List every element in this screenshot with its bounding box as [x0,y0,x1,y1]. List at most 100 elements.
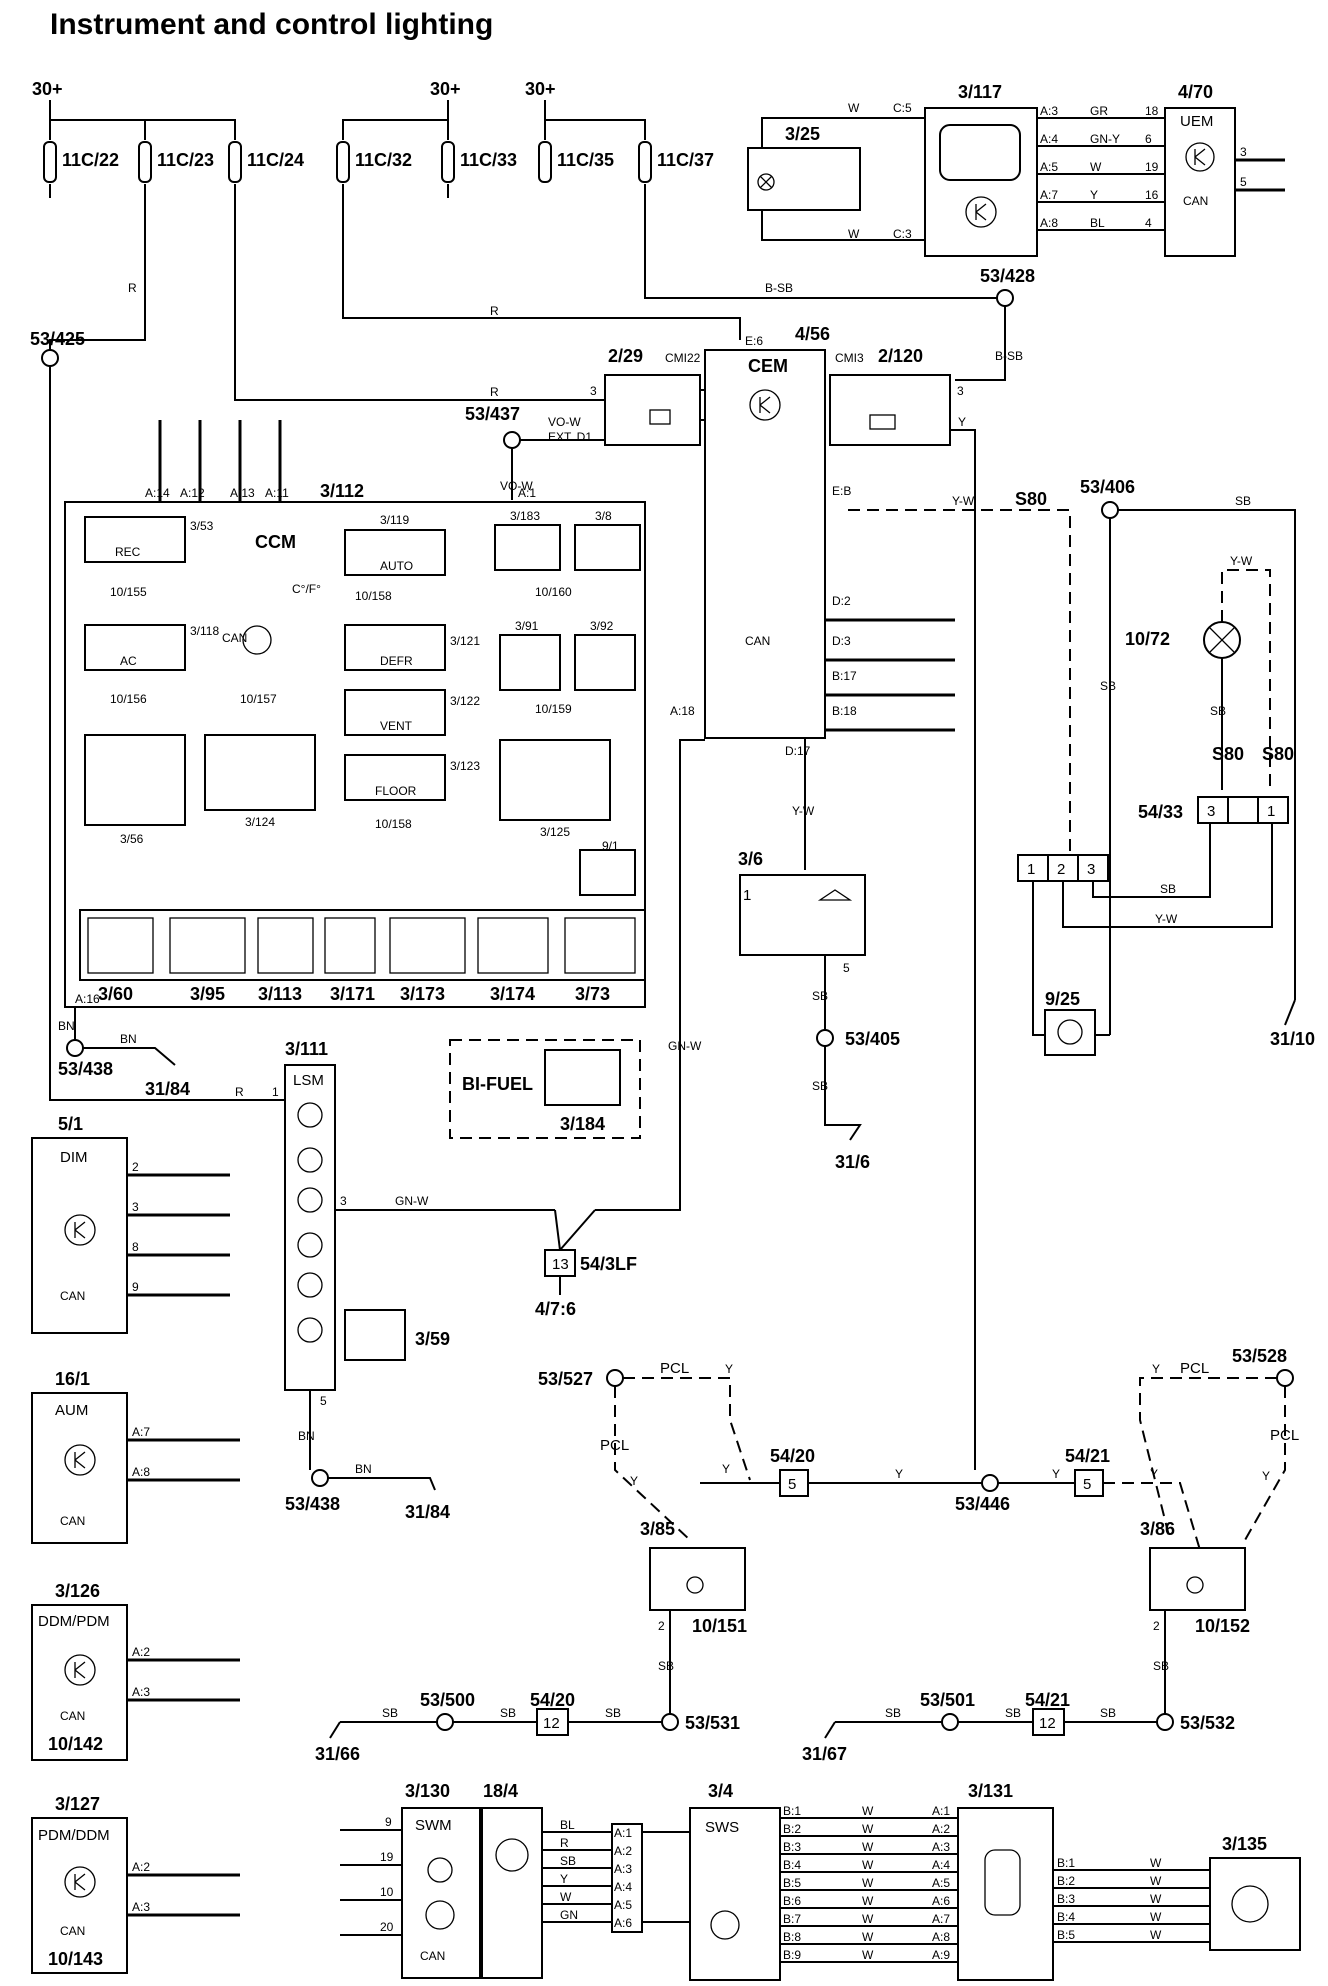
svg-text:A:8: A:8 [932,1930,950,1944]
svg-text:19: 19 [380,1850,394,1864]
svg-text:S80: S80 [1262,744,1294,764]
svg-text:W: W [862,1948,874,1962]
svg-text:GN: GN [560,1908,578,1922]
svg-text:D:2: D:2 [832,594,851,608]
svg-text:54/3LF: 54/3LF [580,1254,637,1274]
svg-text:CAN: CAN [60,1924,85,1938]
svg-text:5: 5 [1240,175,1247,189]
svg-text:C:3: C:3 [893,227,912,241]
svg-text:Y: Y [1152,1362,1160,1376]
svg-text:B-SB: B-SB [995,349,1023,363]
module-dim: 5/1 DIM CAN [31,1114,128,1334]
svg-text:B:5: B:5 [783,1876,801,1890]
svg-text:DDM/PDM: DDM/PDM [38,1613,110,1630]
swm-pin-block: A:1 A:2 A:3 A:4 A:5 A:6 [611,1823,643,1933]
svg-text:SB: SB [1100,679,1116,693]
svg-text:R: R [235,1085,244,1099]
svg-text:3/121: 3/121 [450,634,480,648]
svg-text:C:5: C:5 [893,101,912,115]
svg-text:12: 12 [543,1715,560,1732]
svg-text:A:13: A:13 [230,486,255,500]
connector-54-33: 54/33 3 1 [1138,796,1289,824]
svg-text:B:3: B:3 [783,1840,801,1854]
svg-text:W: W [848,101,860,115]
svg-text:CAN: CAN [60,1289,85,1303]
svg-text:SB: SB [560,1854,576,1868]
svg-text:3/127: 3/127 [55,1794,100,1814]
svg-text:53/446: 53/446 [955,1494,1010,1514]
svg-text:5: 5 [788,1476,796,1493]
svg-text:W: W [848,227,860,241]
svg-text:VO-W: VO-W [548,415,581,429]
switch-3-25: 3/25 [747,124,861,211]
svg-text:B:3: B:3 [1057,1892,1075,1906]
module-ddm: 3/126 DDM/PDM CAN 10/142 [31,1581,128,1761]
svg-text:3/135: 3/135 [1222,1834,1267,1854]
svg-text:11C/24: 11C/24 [247,150,304,170]
svg-text:3/171: 3/171 [330,984,375,1004]
svg-text:B:17: B:17 [832,669,857,683]
wire-11c24-r [234,184,605,401]
svg-text:W: W [862,1894,874,1908]
svg-text:53/406: 53/406 [1080,477,1135,497]
svg-text:W: W [1150,1910,1162,1924]
svg-text:A:4: A:4 [1040,132,1058,146]
svg-text:A:18: A:18 [670,704,695,718]
module-sws: 3/4 SWS [689,1781,781,1981]
svg-text:B:2: B:2 [1057,1874,1075,1888]
svg-text:Y: Y [958,415,966,429]
svg-text:3/123: 3/123 [450,759,480,773]
svg-text:2: 2 [132,1160,139,1174]
svg-text:9: 9 [132,1280,139,1294]
svg-text:E:B: E:B [832,484,851,498]
svg-text:3/60: 3/60 [98,984,133,1004]
module-pdm: 3/127 PDM/DDM CAN 10/143 [31,1794,128,1974]
svg-text:10/152: 10/152 [1195,1616,1250,1636]
svg-text:10/158: 10/158 [375,817,412,831]
connector-54-20-top: 54/20 5 [770,1446,815,1497]
svg-text:D:3: D:3 [832,634,851,648]
svg-text:3/124: 3/124 [245,815,275,829]
svg-text:A:4: A:4 [614,1880,632,1894]
svg-text:10/151: 10/151 [692,1616,747,1636]
svg-text:3: 3 [1207,803,1215,820]
svg-text:Y-W: Y-W [1230,554,1253,568]
svg-text:PCL: PCL [660,1360,689,1377]
svg-text:31/84: 31/84 [145,1079,190,1099]
module-swm: 3/130 SWM CAN [401,1781,481,1979]
uem-pins: A:3 A:4 A:5 A:7 A:8 GR GN-Y W Y BL 18 6 … [1037,104,1165,231]
svg-text:10/160: 10/160 [535,585,572,599]
svg-text:10/156: 10/156 [110,692,147,706]
svg-text:CAN: CAN [420,1949,445,1963]
svg-text:53/438: 53/438 [285,1494,340,1514]
svg-text:BI-FUEL: BI-FUEL [462,1074,533,1094]
svg-text:B:6: B:6 [783,1894,801,1908]
svg-text:W: W [862,1930,874,1944]
svg-text:2: 2 [1153,1619,1160,1633]
bus-30-right [544,100,646,140]
svg-text:SB: SB [382,1706,398,1720]
svg-text:CAN: CAN [222,631,247,645]
fuse-11c35: 11C/35 [538,141,614,183]
svg-text:3/118: 3/118 [190,624,219,638]
svg-text:S80: S80 [1212,744,1244,764]
svg-text:Y: Y [725,1362,733,1376]
svg-text:3: 3 [1240,145,1247,159]
svg-text:53/405: 53/405 [845,1029,900,1049]
svg-text:A:9: A:9 [932,1948,950,1962]
svg-text:CCM: CCM [255,532,296,552]
svg-text:A:5: A:5 [1040,160,1058,174]
svg-text:3/73: 3/73 [575,984,610,1004]
svg-text:2/120: 2/120 [878,346,923,366]
svg-text:SB: SB [885,1706,901,1720]
svg-text:SB: SB [1160,882,1176,896]
splice-53-528: 53/528 [1232,1346,1294,1387]
svg-text:4/56: 4/56 [795,324,830,344]
svg-text:A:8: A:8 [1040,216,1058,230]
svg-text:SWM: SWM [415,1817,452,1834]
svg-text:31/6: 31/6 [835,1152,870,1172]
svg-text:53/438: 53/438 [58,1059,113,1079]
svg-text:E:6: E:6 [745,334,763,348]
bus-30-mid [342,100,449,140]
